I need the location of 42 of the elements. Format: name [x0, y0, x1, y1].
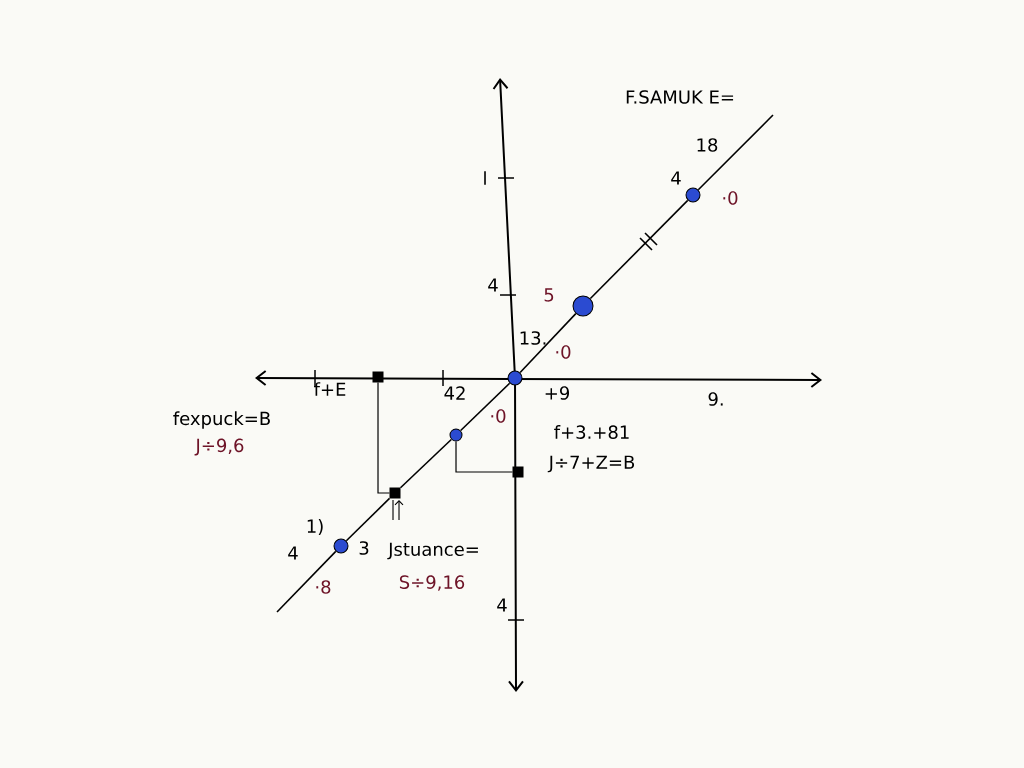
axis-label: 42: [444, 386, 465, 400]
axis-label: S÷9,16: [399, 575, 465, 591]
axis-label: F.SAMUK E=: [626, 90, 734, 104]
line: [276, 550, 337, 613]
axis-label: 4: [497, 598, 507, 612]
point-marker: [389, 487, 401, 499]
axis-label: f+E: [314, 382, 346, 396]
line: [455, 440, 514, 473]
point-marker: [685, 187, 701, 203]
axis-label: f+3.+81: [554, 425, 629, 439]
point-marker: [572, 295, 594, 317]
line: [345, 497, 391, 542]
point-marker: [333, 538, 349, 554]
axis-label: J÷7+Z=B: [547, 455, 635, 473]
line: [589, 199, 689, 300]
axis-label: 13.: [520, 331, 546, 345]
axis-label: 18: [697, 138, 718, 152]
line: [377, 381, 391, 494]
axis-label: 9.: [708, 392, 723, 406]
axis-label: 4: [488, 278, 498, 292]
line: [459, 382, 511, 432]
axis-label: 4: [671, 171, 681, 185]
line: [697, 114, 774, 191]
axis-label: ·8: [316, 580, 331, 594]
point-marker: [449, 428, 463, 442]
line: [399, 438, 453, 489]
axis-label: 4: [288, 546, 298, 560]
axis-label: ·0: [723, 191, 738, 205]
axis-label: fexpuck=B: [173, 411, 270, 429]
axis-label: ·0: [491, 409, 506, 423]
axis-label: 3: [359, 541, 369, 555]
axis-label: ·0: [556, 345, 571, 359]
axis-label: J÷9,6: [194, 438, 244, 456]
point-marker: [372, 371, 384, 383]
axis-label: 1): [307, 519, 323, 535]
axis-label: Jstuance=: [387, 542, 478, 560]
axis-label: l: [484, 171, 486, 185]
axis-label: 5: [544, 288, 554, 302]
line: [519, 312, 577, 374]
point-marker: [512, 466, 524, 478]
axis-label: +9: [545, 386, 569, 400]
point-marker: [507, 370, 523, 386]
